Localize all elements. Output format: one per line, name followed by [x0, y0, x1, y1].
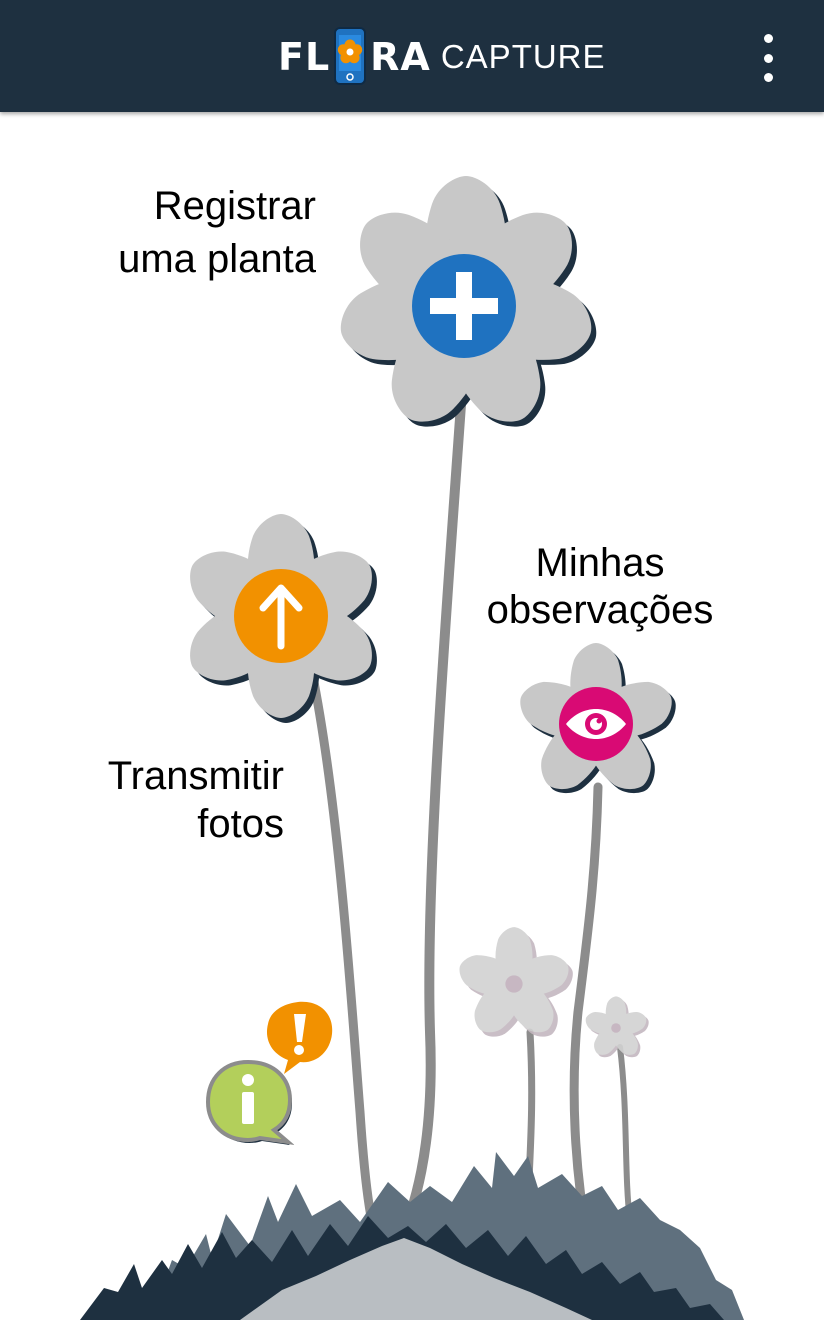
ground: [80, 1152, 744, 1320]
exclamation-icon: [294, 1014, 306, 1055]
stem-right: [569, 782, 603, 1247]
plus-icon: [430, 272, 498, 340]
menu-dot: [763, 34, 773, 43]
more-vert-icon[interactable]: [748, 34, 788, 82]
info-button[interactable]: [206, 998, 334, 1144]
my-observations-button[interactable]: [518, 644, 676, 804]
flora-capture-logo: FL RA CAPTURE: [278, 26, 606, 88]
flower-scene: Registrar uma planta Minhas observações …: [0, 112, 824, 1320]
flower-upload: [176, 514, 391, 723]
flower-decoration-1: [454, 927, 579, 1046]
eye-icon: [566, 709, 626, 739]
upload-photos-label[interactable]: Transmitir fotos: [107, 754, 284, 846]
stem-main: [395, 357, 469, 1247]
arrow-up-icon: [259, 584, 303, 650]
upload-photos-button[interactable]: [176, 504, 388, 736]
phone-flower-icon: [334, 27, 367, 85]
stem-left: [307, 667, 377, 1227]
register-plant-label[interactable]: Registrar uma planta: [118, 184, 316, 281]
logo-text-capture: CAPTURE: [440, 38, 606, 75]
stem-small-2: [617, 1044, 633, 1225]
logo-text-suffix: RA: [370, 35, 431, 79]
my-observations-label[interactable]: Minhas observações: [486, 541, 714, 632]
flower-observations: [512, 643, 684, 806]
scene-illustration: [80, 176, 744, 1320]
flower-register: [332, 176, 605, 442]
app-bar: FL RA CAPTURE: [0, 0, 824, 112]
info-bubble: [205, 1001, 333, 1145]
flower-decoration-2: [582, 996, 652, 1063]
menu-dot: [763, 73, 773, 82]
info-icon: [242, 1074, 254, 1124]
logo-text-prefix: FL: [278, 35, 331, 79]
register-plant-button[interactable]: [316, 152, 616, 452]
menu-dot: [763, 53, 773, 63]
